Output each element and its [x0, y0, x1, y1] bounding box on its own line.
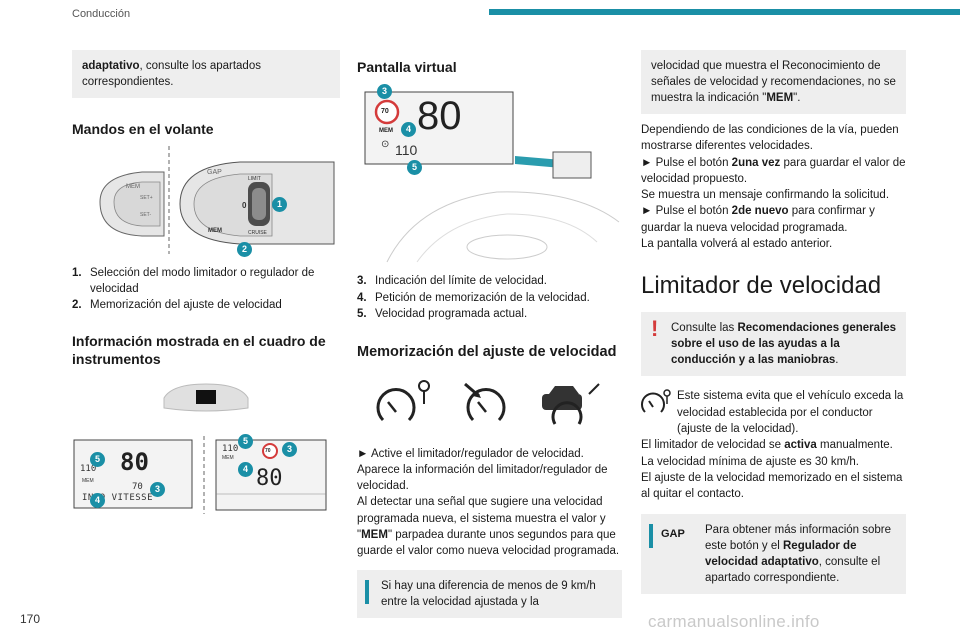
watermark: carmanualsonline.info — [648, 612, 820, 631]
svg-text:LIMIT: LIMIT — [248, 176, 261, 182]
info-note-continued: velocidad que muestra el Reconocimiento … — [641, 50, 906, 114]
speed-limiter-icons — [376, 379, 600, 425]
memo-paragraph-2: Aparece la información del limitador/reg… — [357, 463, 608, 493]
heading-pantalla-virtual: Pantalla virtual — [357, 59, 457, 75]
callout-1-badge: 1 — [272, 197, 287, 212]
svg-text:MEM: MEM — [126, 184, 140, 190]
cluster-left-info: INFO VITESSE — [82, 492, 154, 503]
virtual-gauge-icon: ⊙ — [381, 139, 390, 150]
memo-paragraph-3: Al detectar una señal que sugiere una ve… — [357, 496, 620, 558]
heading-memorizacion: Memorización del ajuste de velocidad — [357, 343, 617, 360]
virtual-sign: 70 — [381, 108, 389, 115]
virtual-mem: MEM — [379, 128, 393, 134]
cluster-right-sign: 70 — [265, 447, 271, 454]
cluster-right-badge-5: 5 — [238, 433, 253, 449]
column-left: adaptativo, consulte los apartados corre… — [72, 50, 340, 531]
cluster-left-mem: MEM — [82, 477, 94, 484]
heading-limitador: Limitador de velocidad — [641, 272, 882, 300]
svg-text:CRUISE: CRUISE — [248, 230, 268, 236]
memorize-gauge-icon — [464, 382, 506, 421]
info-note: Si hay una diferencia de menos de 9 km/h… — [357, 569, 622, 618]
cluster-right-limit: 110 — [222, 443, 239, 454]
intro-rest: , consulte los apartados correspondiente… — [82, 60, 261, 88]
virtual-list: 3.Indicación del límite de velocidad. 4.… — [357, 274, 622, 323]
p-pulse-de-nuevo: ► Pulse el botón 2de nuevo para confirma… — [641, 205, 875, 234]
virtual-badge-3: 3 — [377, 84, 392, 99]
virtual-set-speed: 110 — [395, 142, 418, 158]
mandos-list: 1.Selección del modo limitador o regulad… — [72, 266, 340, 314]
instrument-cluster-illustration — [73, 382, 327, 514]
head-up-display-illustration — [364, 91, 620, 263]
column-middle: Pantalla virtual 70 80 MEM ⊙ 110 3 4 5 3… — [357, 50, 622, 618]
svg-text:0: 0 — [242, 201, 247, 210]
warning-icon: ! — [651, 316, 659, 342]
cluster-figure: 80 110 MEM 70 INFO VITESSE 5 3 4 110 MEM… — [72, 376, 340, 531]
limitador-paragraph-3: La velocidad mínima de ajuste es 30 km/h… — [641, 455, 859, 468]
svg-text:GAP: GAP — [207, 169, 222, 176]
heading-info-cuadro: Información mostrada en el cuadro de ins… — [72, 332, 326, 367]
section-title: Conducción — [72, 8, 131, 20]
limitador-paragraph-2: El limitador de velocidad se activa manu… — [641, 439, 893, 452]
limiter-gauge-icon — [376, 379, 430, 421]
cluster-right-mem: MEM — [222, 454, 234, 461]
svg-text:SET+: SET+ — [140, 195, 153, 201]
p-mensaje: Se muestra un mensaje confirmando la sol… — [641, 189, 890, 202]
virtual-badge-5: 5 — [407, 160, 422, 175]
car-gauge-icon — [542, 382, 600, 425]
warning-note: ! Consulte las Recomendaciones generales… — [641, 312, 906, 377]
list-item: 2.Memorización del ajuste de velocidad — [72, 299, 282, 311]
cluster-right-badge-3: 3 — [282, 441, 297, 457]
gap-info-note: GAP Para obtener más información sobre e… — [641, 514, 906, 595]
virtual-speed: 80 — [417, 94, 462, 138]
info-icon — [365, 579, 369, 604]
limiter-gauge-icon — [641, 389, 671, 414]
p-condiciones: Dependiendo de las condiciones de la vía… — [641, 124, 899, 153]
cluster-right-speed: 80 — [256, 465, 283, 491]
virtual-badge-4: 4 — [401, 122, 416, 137]
cluster-left-limit: 110 — [80, 463, 97, 474]
svg-text:MEM: MEM — [208, 228, 222, 234]
limitador-paragraph-1: Este sistema evita que el vehículo exced… — [641, 388, 906, 437]
virtual-display-figure: 70 80 MEM ⊙ 110 3 4 5 — [357, 82, 622, 264]
list-item: 1.Selección del modo limitador o regulad… — [72, 267, 315, 295]
cluster-left-badge-5: 5 — [90, 451, 105, 467]
list-item: 4.Petición de memorización de la velocid… — [357, 291, 590, 304]
gap-button-label: GAP — [661, 528, 685, 541]
cluster-left-badge-3: 3 — [150, 481, 165, 497]
list-item: 5.Velocidad programada actual. — [357, 308, 528, 320]
header-accent-bar — [489, 9, 960, 15]
info-icon — [649, 524, 653, 549]
svg-text:SET-: SET- — [140, 212, 151, 218]
column-right: velocidad que muestra el Reconocimiento … — [641, 50, 906, 595]
page-number: 170 — [20, 612, 41, 626]
intro-bold: adaptativo — [82, 60, 140, 72]
memo-paragraph-1: ► Active el limitador/regulador de veloc… — [357, 447, 584, 460]
cluster-left-small: 70 — [132, 481, 143, 492]
p-pulse-una-vez: ► Pulse el botón 2una vez para guardar e… — [641, 156, 906, 185]
callout-2-badge: 2 — [237, 242, 252, 257]
list-item: 3.Indicación del límite de velocidad. — [357, 275, 547, 287]
p-estado-anterior: La pantalla volverá al estado anterior. — [641, 238, 833, 251]
steering-controls-figure: MEM SET+ SET- GAP LIMIT 0 CRUISE MEM 1 2 — [72, 144, 340, 257]
intro-note: adaptativo, consulte los apartados corre… — [72, 50, 340, 98]
memorizacion-icons — [357, 374, 622, 434]
cluster-left-speed: 80 — [120, 447, 149, 476]
limitador-paragraph-4: El ajuste de la velocidad memorizado en … — [641, 471, 903, 501]
cluster-right-badge-4: 4 — [238, 461, 253, 477]
heading-mandos: Mandos en el volante — [72, 121, 214, 137]
cluster-left-badge-4: 4 — [90, 492, 105, 508]
steering-stalk-illustration: MEM SET+ SET- GAP LIMIT 0 CRUISE MEM — [99, 146, 335, 254]
